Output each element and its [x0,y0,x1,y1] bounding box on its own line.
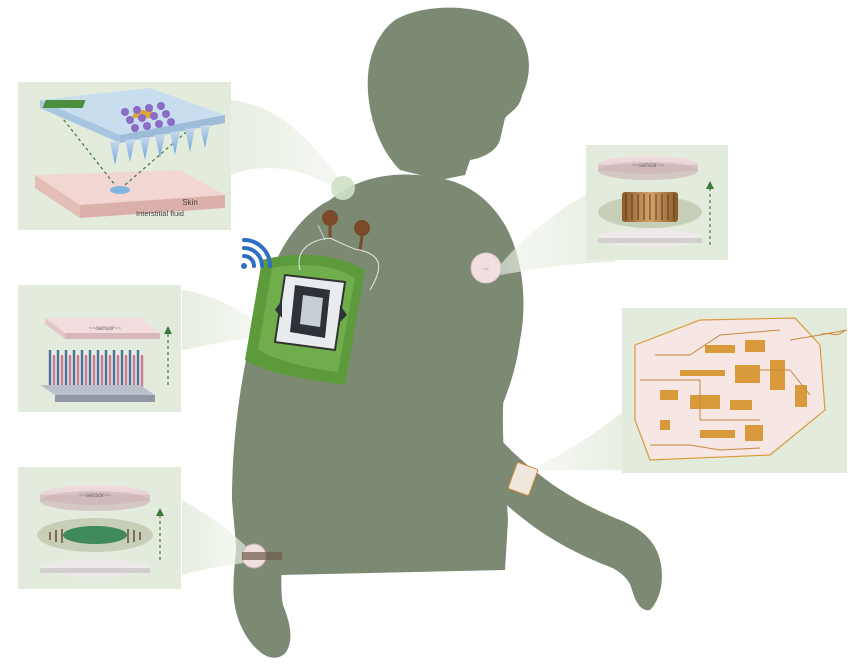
wrist-chip-label: ~~sensor~~ [79,493,112,499]
interstitial-fluid-spot [110,186,130,194]
pillar-chip-label: ~~sensor~~ [89,326,122,332]
microneedle-panel: Skin Interstitial fluid [18,82,231,230]
shoulder-chip-label: ~~sensor~~ [632,163,665,169]
neck-sensor-site [331,176,355,200]
wrist-sensor-panel: ~~sensor~~ [18,467,181,589]
skin-label: Skin [182,198,198,207]
wrist-strap [242,552,282,560]
electrode-right [354,220,370,236]
electrode-left [322,210,338,226]
circuit-board-panel [622,308,847,473]
shoulder-sensor-panel: ~~sensor~~ [586,145,728,260]
electrode-ring [63,526,127,544]
pillar-sensor-panel: ~~sensor~~ [18,285,181,412]
svg-text:~~: ~~ [483,267,489,273]
interstitial-fluid-label: Interstitial fluid [136,209,184,218]
